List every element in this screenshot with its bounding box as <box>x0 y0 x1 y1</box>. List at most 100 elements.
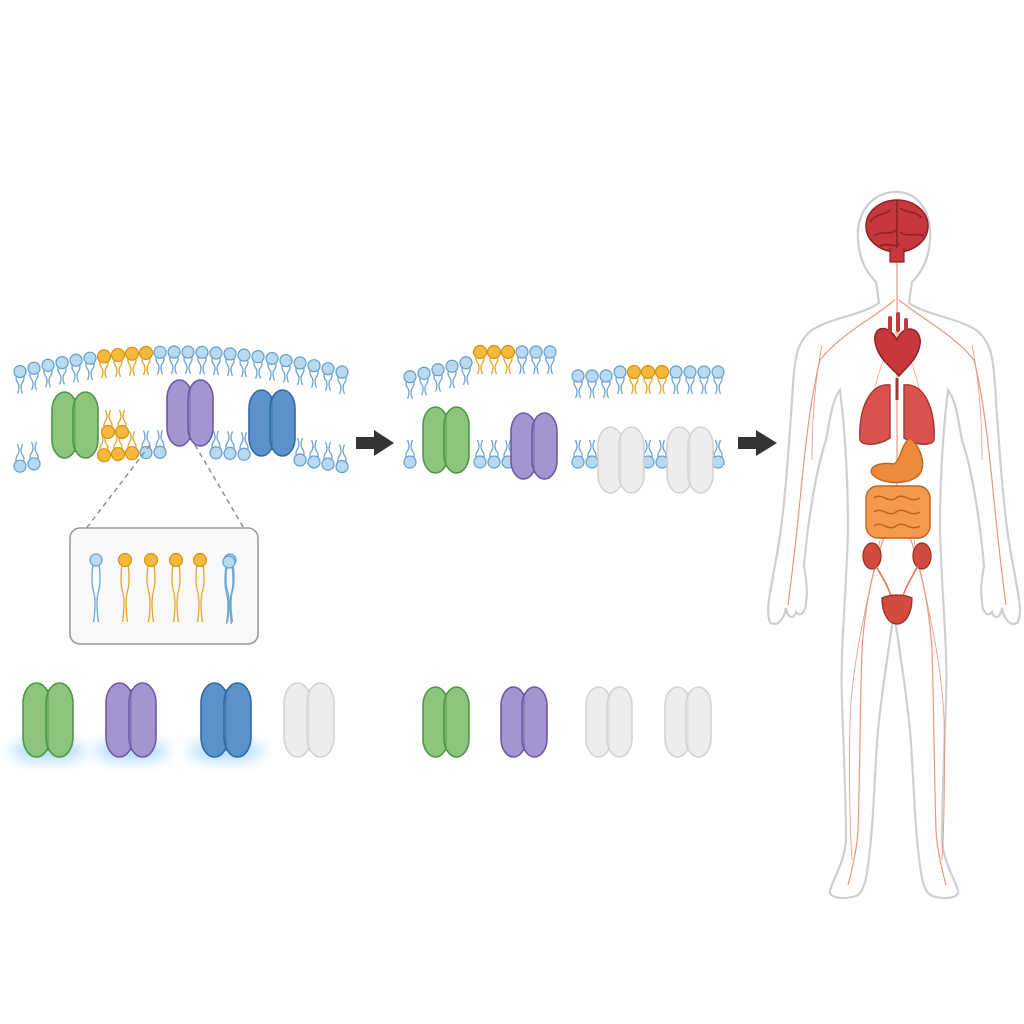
stomach-icon <box>870 437 924 484</box>
raft-lipid <box>640 364 656 395</box>
human-body <box>766 190 1022 900</box>
phospholipid <box>222 555 236 625</box>
raft-lipid <box>500 344 516 375</box>
phospholipid <box>669 365 683 395</box>
phospholipid <box>223 431 237 460</box>
phospholipid <box>529 345 543 375</box>
ion-channel-purple <box>93 682 169 762</box>
phospholipid <box>237 348 251 378</box>
phospholipid <box>13 364 27 394</box>
phospholipid <box>571 369 585 399</box>
phospholipid <box>251 350 265 379</box>
phospholipid <box>223 347 237 377</box>
phospholipid <box>209 346 223 376</box>
ion-channel-purple <box>500 686 548 758</box>
phospholipid <box>403 370 417 399</box>
lipid-raft-zoom-inset <box>69 527 259 645</box>
ion-channel-inactive <box>666 426 714 494</box>
raft-lipid <box>486 344 502 375</box>
phospholipid <box>335 444 349 474</box>
phospholipid <box>89 553 103 623</box>
body-outline <box>766 190 1022 900</box>
phospholipid <box>307 439 321 469</box>
raft-lipid <box>124 346 140 376</box>
raft-lipid <box>143 552 159 623</box>
channel-row-disrupted <box>422 686 712 758</box>
raft-lipid <box>100 409 116 440</box>
raft-lipid <box>138 345 154 376</box>
phospholipid <box>335 365 349 395</box>
healthy-membrane <box>13 345 349 474</box>
phospholipid <box>321 362 335 391</box>
phospholipid <box>153 345 167 375</box>
phospholipid <box>27 441 41 471</box>
phospholipid <box>279 353 293 383</box>
ion-channel-blue <box>188 682 264 762</box>
phospholipid <box>473 439 487 469</box>
phospholipid <box>321 441 335 471</box>
phospholipid <box>307 359 321 388</box>
ion-channel-inactive <box>664 686 712 758</box>
phospholipid <box>265 351 279 381</box>
phospholipid <box>697 365 711 395</box>
phospholipid <box>293 356 307 386</box>
ion-channel-purple <box>166 379 214 447</box>
phospholipid <box>543 345 557 375</box>
ion-channel-inactive <box>283 682 335 758</box>
phospholipid <box>445 359 459 389</box>
phospholipid <box>599 369 613 399</box>
raft-lipid <box>192 552 208 623</box>
phospholipid <box>403 439 417 469</box>
right-arrow-icon <box>738 430 777 456</box>
raft-lipid <box>168 552 184 623</box>
brain-icon <box>865 199 929 263</box>
raft-lipid <box>626 364 642 395</box>
phospholipid <box>181 345 195 375</box>
phospholipid <box>585 369 599 399</box>
phospholipid <box>237 432 251 461</box>
phospholipid <box>139 430 153 460</box>
phospholipid <box>69 353 83 383</box>
right-arrow-icon <box>356 430 394 456</box>
phospholipid <box>571 439 585 469</box>
raft-lipid <box>110 431 126 462</box>
ion-channel-inactive <box>585 686 633 758</box>
phospholipid <box>459 356 473 385</box>
raft-lipid <box>124 431 140 461</box>
ion-channel-green <box>422 406 470 474</box>
disrupted-membrane <box>403 344 725 494</box>
raft-lipid <box>117 552 133 623</box>
raft-lipid <box>472 344 488 375</box>
phospholipid <box>585 439 599 469</box>
phospholipid <box>27 361 41 391</box>
bladder-icon <box>881 594 913 625</box>
phospholipid <box>55 355 69 385</box>
lungs-icon <box>859 378 935 445</box>
phospholipid <box>153 429 167 459</box>
phospholipid <box>683 365 697 395</box>
ion-channel-green <box>10 682 86 762</box>
raft-lipid <box>96 349 112 379</box>
ion-channel-green <box>51 391 99 459</box>
ion-channel-green <box>422 686 470 758</box>
phospholipid <box>487 439 501 469</box>
phospholipid <box>41 358 55 388</box>
phospholipid <box>431 363 445 392</box>
phospholipid <box>13 443 27 473</box>
phospholipid <box>711 365 725 395</box>
zoom-connector <box>84 444 246 531</box>
phospholipid <box>167 345 181 375</box>
raft-lipid <box>114 409 130 440</box>
channel-row-healthy <box>10 682 335 762</box>
phospholipid <box>613 365 627 395</box>
raft-lipid <box>110 347 126 378</box>
intestines-icon <box>865 485 931 539</box>
phospholipid <box>83 351 97 381</box>
phospholipid <box>293 437 307 467</box>
phospholipid <box>417 366 431 396</box>
phospholipid <box>209 430 223 460</box>
phospholipid <box>195 345 209 375</box>
phospholipid <box>655 439 669 469</box>
ion-channel-purple <box>510 412 558 480</box>
